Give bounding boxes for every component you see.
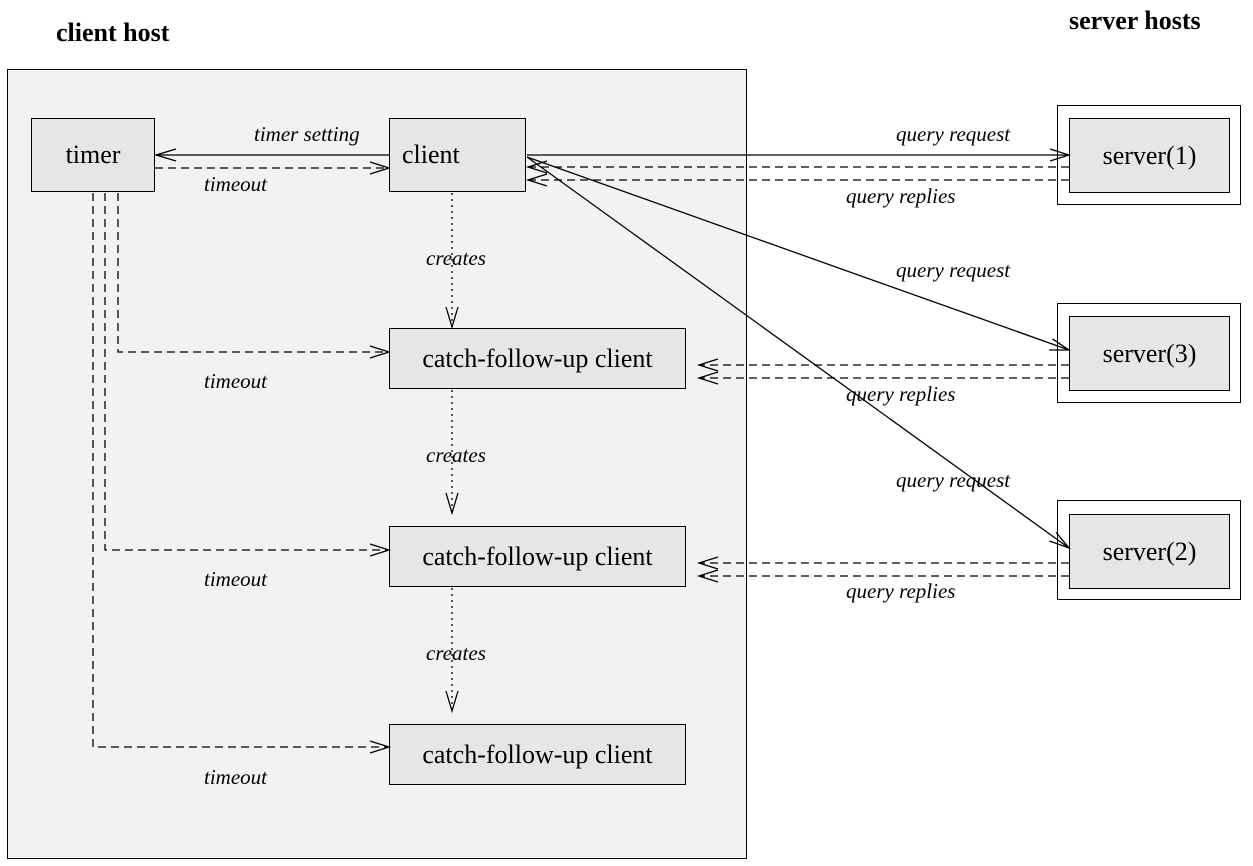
creates-arrow-2	[445, 390, 459, 516]
query-request-arrow-2	[526, 156, 1072, 550]
creates-label-2: creates	[426, 443, 486, 467]
catch-follow-up-client-node-3: catch-follow-up client	[389, 724, 686, 785]
timeout-arrow-cfu-1	[117, 193, 392, 359]
timeout-label-cfu-1: timeout	[204, 369, 267, 393]
query-request-arrow-1	[527, 148, 1072, 162]
client-host-heading: client host	[56, 18, 170, 47]
query-replies-label-2: query replies	[846, 579, 956, 603]
query-replies-arrow-1	[525, 160, 1069, 187]
creates-arrow-3	[445, 588, 459, 714]
query-request-label-3: query request	[896, 258, 1011, 282]
timer-setting-arrow	[153, 148, 389, 162]
query-request-arrow-3	[526, 156, 1072, 351]
query-request-label-1: query request	[896, 122, 1011, 146]
server-3-node: server(3)	[1069, 316, 1230, 391]
creates-label-1: creates	[426, 246, 486, 270]
server-1-node: server(1)	[1069, 118, 1230, 193]
server-hosts-heading: server hosts	[1069, 6, 1201, 35]
creates-arrow-1	[445, 193, 459, 330]
catch-follow-up-client-node-2: catch-follow-up client	[389, 526, 686, 587]
query-replies-arrow-2	[696, 556, 1069, 583]
timeout-label-client: timeout	[204, 172, 267, 196]
catch-follow-up-client-node-1: catch-follow-up client	[389, 328, 686, 389]
client-node: client	[389, 118, 526, 192]
query-replies-label-1: query replies	[846, 184, 956, 208]
timeout-arrow-cfu-2	[104, 193, 392, 557]
server-2-node: server(2)	[1069, 514, 1230, 589]
creates-label-3: creates	[426, 641, 486, 665]
timeout-label-cfu-3: timeout	[204, 765, 267, 789]
query-replies-arrow-3	[696, 358, 1069, 385]
timeout-label-cfu-2: timeout	[204, 567, 267, 591]
query-replies-label-3: query replies	[846, 382, 956, 406]
timeout-arrowhead-client	[369, 161, 392, 175]
timer-setting-label: timer setting	[254, 122, 360, 146]
query-request-label-2: query request	[896, 468, 1011, 492]
timeout-arrow-cfu-3	[92, 193, 392, 754]
